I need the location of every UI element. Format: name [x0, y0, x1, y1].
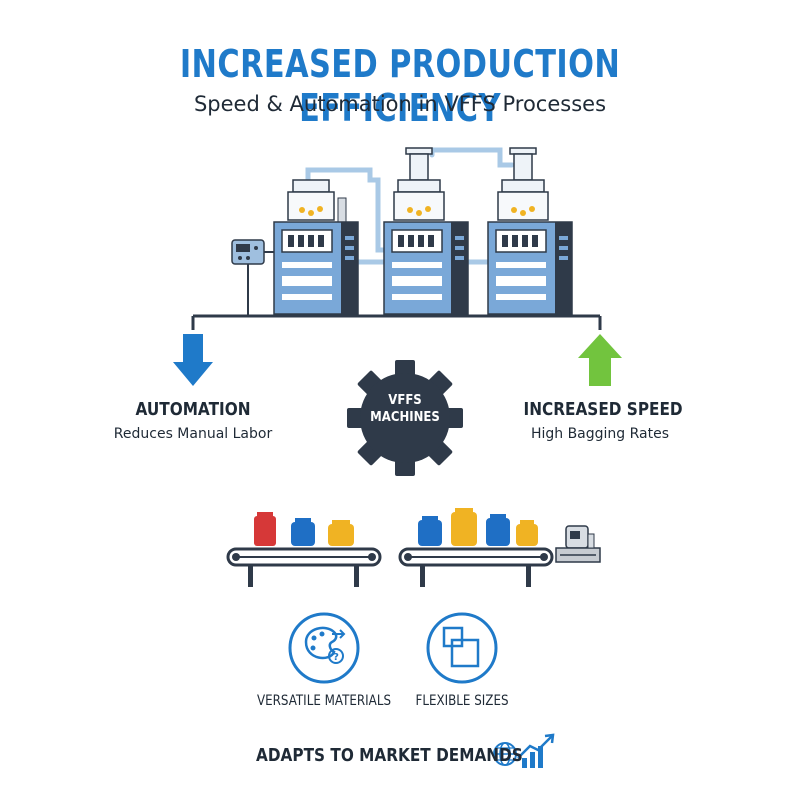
page-title: INCREASED PRODUCTION EFFICIENCY: [179, 42, 621, 130]
globe-growth-chart-icon: [493, 733, 555, 768]
svg-text:?: ?: [333, 652, 339, 663]
vffs-machine-3: [487, 147, 573, 315]
page-subtitle: Speed & Automation in VFFS Processes: [193, 92, 607, 116]
vffs-machine-1: [273, 179, 359, 315]
feature-label-versatile-materials: VERSATILE MATERIALS: [256, 693, 392, 709]
sealing-device-icon: [555, 525, 601, 563]
gear-label: VFFS MACHINES: [365, 392, 446, 426]
footer-text: ADAPTS TO MARKET DEMANDS: [256, 745, 523, 766]
control-panel: [231, 239, 277, 316]
gear-label-line2: MACHINES: [370, 410, 440, 425]
flexible-sizes-icon: [426, 612, 498, 684]
materials-palette-icon: ?: [288, 612, 360, 684]
machine-base-line: [191, 314, 602, 330]
automation-subtitle: Reduces Manual Labor: [113, 426, 273, 442]
gear-label-line1: VFFS: [388, 393, 422, 408]
arrow-down-icon: [173, 334, 213, 386]
feature-label-flexible-sizes: FLEXIBLE SIZES: [415, 693, 509, 709]
increased-speed-subtitle: High Bagging Rates: [530, 426, 670, 442]
increased-speed-title: INCREASED SPEED: [523, 399, 683, 420]
arrow-up-icon: [578, 334, 622, 386]
conveyor-belt-2: [398, 508, 554, 587]
automation-title: AUTOMATION: [135, 399, 251, 420]
gear-icon: [347, 360, 463, 476]
conveyor-belt-1: [226, 512, 382, 587]
vffs-machine-2: [383, 147, 469, 315]
